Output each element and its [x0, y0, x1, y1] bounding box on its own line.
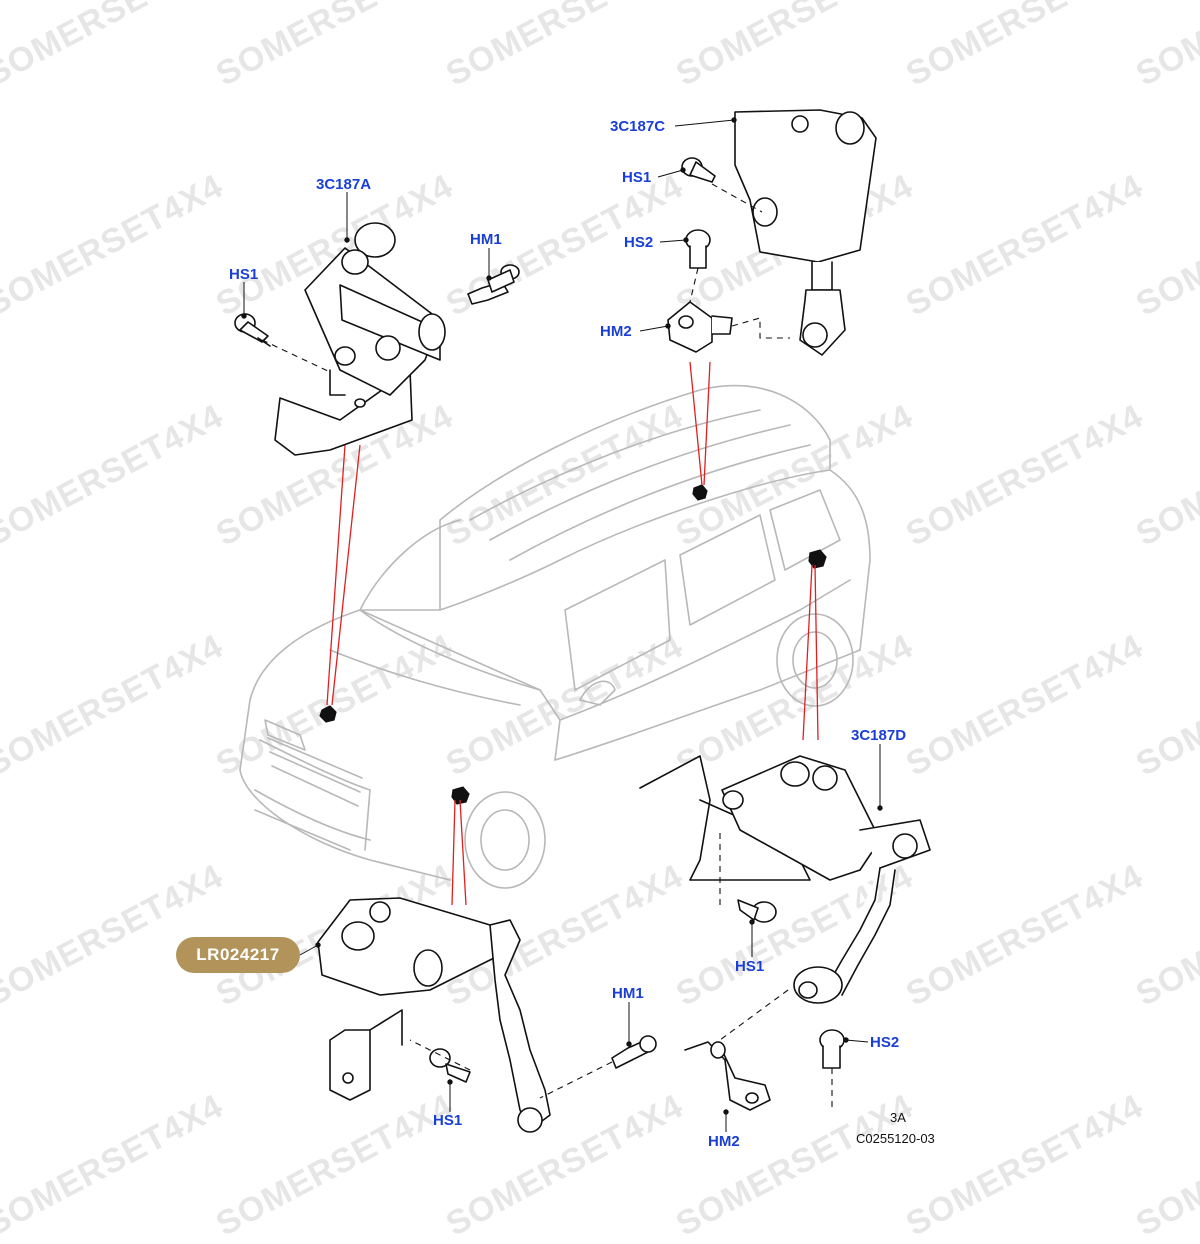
label-hs2-bottom: HS2	[870, 1034, 900, 1051]
label-hs2-top: HS2	[624, 234, 654, 251]
sensor-lr024217	[317, 897, 551, 1133]
label-hm1-top: HM1	[470, 231, 502, 248]
label-hm1-bottom: HM1	[612, 985, 644, 1002]
sensor-3c187a	[274, 222, 446, 456]
hm1-stud-bottom	[611, 1035, 657, 1069]
label-hm2-bottom: HM2	[708, 1133, 740, 1150]
assembly-dashed-lines	[261, 183, 833, 1108]
sensor-3c187c	[734, 109, 877, 356]
label-hs1-top-right: HS1	[622, 169, 652, 186]
label-3c187d: 3C187D	[851, 727, 907, 744]
hs2-bolt-bottom	[819, 1029, 845, 1069]
view-reference: 3A	[890, 1110, 906, 1125]
drawing-code: C0255120-03	[856, 1131, 935, 1146]
label-hs1-bottom: HS1	[433, 1112, 463, 1129]
hm2-bracket-bottom	[684, 1041, 771, 1111]
hs1-bolt-mid-right	[737, 899, 777, 923]
hm1-stud-top	[467, 264, 520, 305]
hs2-bolt-top	[685, 229, 711, 269]
label-hs1-mid-right: HS1	[735, 958, 765, 975]
location-leader-lines	[326, 361, 819, 906]
label-hm2-top: HM2	[600, 323, 632, 340]
sensor-locators	[319, 484, 827, 805]
label-3c187c: 3C187C	[610, 118, 666, 135]
vehicle-outline	[239, 384, 871, 889]
label-hs1-top-left: HS1	[229, 266, 259, 283]
hs1-bolt-bottom	[429, 1048, 471, 1083]
part-number-badge[interactable]: LR024217	[176, 937, 300, 973]
sensor-3c187d	[639, 755, 931, 1004]
label-3c187a: 3C187A	[316, 176, 372, 193]
exploded-view-drawing	[234, 109, 931, 1133]
callout-leaders	[241, 117, 883, 1132]
hs1-bolt-top-right	[681, 157, 716, 183]
hm2-bracket-top	[667, 301, 733, 353]
